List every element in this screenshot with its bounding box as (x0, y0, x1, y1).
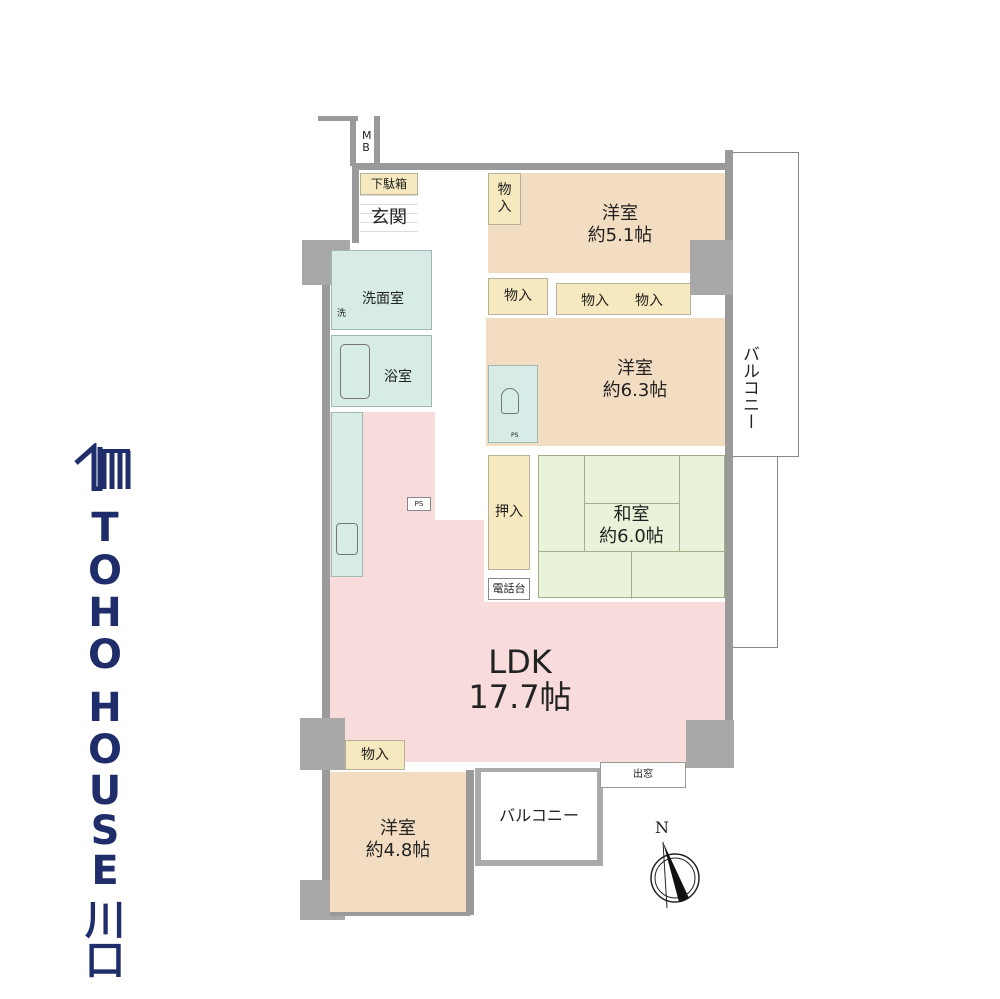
bathroom: 浴室 (331, 335, 432, 407)
hallway-lower (432, 520, 484, 605)
bedroom-3-label: 洋室 約4.8帖 (330, 810, 466, 870)
bay-window: 出窓 (600, 762, 686, 788)
wall (318, 116, 358, 121)
closet-top: 物入 (488, 173, 521, 225)
closet-c: 物入 (635, 293, 663, 309)
tatami-line (584, 503, 679, 504)
room-name: 洋室 (602, 203, 638, 225)
washer-label: 洗 (337, 309, 347, 319)
japanese-room-label: 和室 約6.0帖 (584, 501, 679, 551)
compass-arrow-icon (650, 841, 700, 909)
wall (466, 770, 474, 915)
room-name: 洋室 (380, 818, 416, 840)
balcony-small: バルコニー (475, 768, 603, 866)
room-size: 17.7帖 (468, 678, 572, 716)
bedroom-2-label: 洋室 約6.3帖 (560, 350, 710, 410)
japanese-room: 和室 約6.0帖 (538, 455, 726, 599)
ps-label: PS (511, 432, 519, 439)
ldk (330, 602, 725, 762)
closet-bottom: 物入 (345, 740, 405, 770)
washroom: 洗面室 洗 (331, 250, 432, 330)
pillar (690, 240, 733, 295)
wall (374, 116, 380, 166)
shoe-box: 下駄箱 (360, 173, 418, 195)
bath-label: 浴室 (384, 369, 412, 385)
room-name: LDK (488, 642, 552, 681)
bathtub-icon (340, 344, 370, 399)
wall (350, 116, 356, 166)
oshiire: 押入 (488, 455, 530, 570)
logo-letter: O (87, 548, 122, 594)
bedroom-1 (488, 173, 725, 273)
toilet-icon (501, 388, 519, 414)
phone-stand: 電話台 (488, 578, 530, 600)
room-size: 約5.1帖 (587, 225, 653, 246)
washroom-label: 洗面室 (362, 291, 404, 307)
wall (352, 163, 730, 170)
room-size: 約6.3帖 (602, 380, 668, 401)
room-size: 約4.8帖 (365, 840, 431, 861)
entrance: 玄関 (360, 195, 418, 240)
logo-letter: U (88, 768, 122, 814)
logo-mark-icon (74, 443, 131, 491)
logo-letter: O (87, 727, 122, 773)
logo-letter: H (88, 685, 122, 731)
bedroom-3 (330, 772, 466, 912)
side-balcony-outline-lower (733, 456, 778, 648)
ps-box: PS (407, 497, 431, 511)
tatami-line (679, 456, 680, 551)
pillar (686, 720, 734, 768)
side-balcony-label: バルコニー (739, 345, 759, 430)
logo-letter: 川 (85, 898, 125, 944)
logo-letter: T (91, 505, 119, 551)
toilet: PS (488, 365, 538, 443)
room-name: 和室 (613, 504, 650, 526)
wall (330, 912, 470, 916)
tatami-line (631, 551, 632, 599)
logo-letter: 口 (85, 938, 125, 984)
logo-letter: H (88, 590, 122, 636)
wall (352, 163, 359, 243)
logo-letter: S (90, 808, 120, 854)
compass: N (645, 818, 705, 913)
closet-row: 物入 物入 (556, 283, 691, 315)
closet-top-label: 物入 (497, 182, 512, 215)
room-name: 洋室 (617, 358, 653, 380)
closet-a: 物入 (488, 278, 548, 315)
compass-north-label: N (655, 818, 669, 837)
room-size: 約6.0帖 (599, 526, 664, 547)
kitchen-counter (331, 412, 363, 577)
logo-letter: E (91, 848, 119, 894)
ldk-label: LDK 17.7帖 (420, 640, 620, 720)
closet-b: 物入 (581, 293, 609, 309)
wall (725, 150, 733, 730)
logo-letter: O (87, 632, 122, 678)
sink-icon (336, 523, 358, 555)
wall (322, 285, 330, 885)
side-balcony-outline (733, 152, 799, 457)
pillar (300, 718, 345, 770)
tatami-line (539, 551, 726, 552)
meter-box: M B (357, 122, 375, 162)
bedroom-1-label: 洋室 約5.1帖 (545, 195, 695, 255)
mb-label: M B (362, 128, 372, 154)
